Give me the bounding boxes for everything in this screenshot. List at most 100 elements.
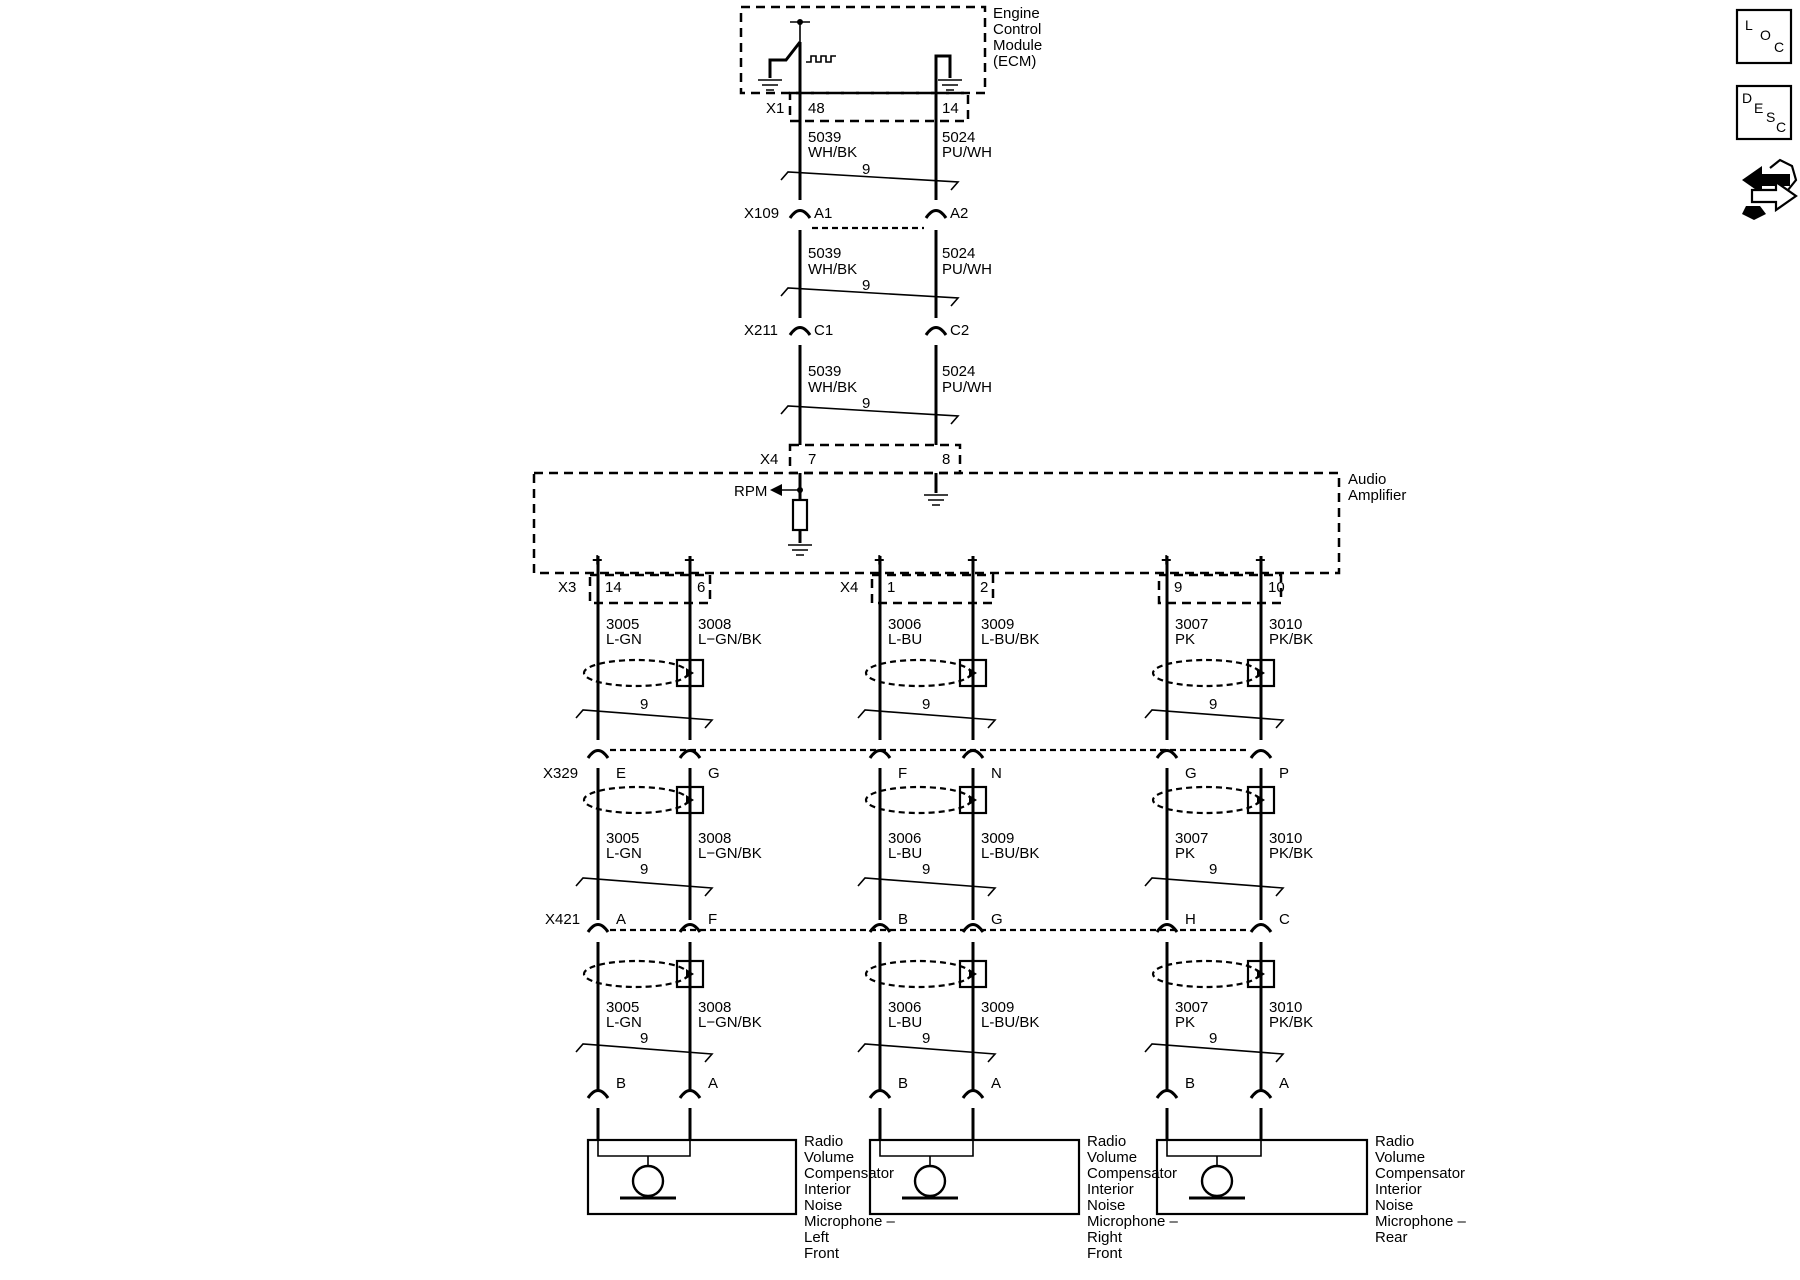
audio-amplifier: Audio Amplifier RPM [532, 471, 1406, 575]
x329-pin-plus: G [1185, 765, 1197, 782]
microphone-name-line: Radio [1375, 1133, 1414, 1150]
amp-output-pin-minus: 10 [1268, 579, 1285, 596]
wire-plus-color: L-GN [606, 1014, 642, 1031]
microphone-name-line: Noise [1087, 1197, 1125, 1214]
microphone-name-line: Front [1087, 1245, 1123, 1262]
wire-plus-circuit: 3005 [606, 830, 639, 847]
loc-icon[interactable]: L O C [1735, 8, 1793, 65]
wire-minus-color: PK/BK [1269, 1014, 1313, 1031]
desc-icon[interactable]: D E S C [1735, 84, 1793, 141]
x421-row: X421 [545, 911, 1250, 932]
x421-pin-minus: C [1279, 911, 1290, 928]
arrows-wrench-icon[interactable] [1742, 158, 1798, 220]
mic-pin-minus: A [708, 1075, 718, 1092]
x211-connector: X211 C1 C2 [744, 322, 969, 445]
amp-output-pin-plus: 14 [605, 579, 622, 596]
wire-minus-circuit: 3008 [698, 830, 731, 847]
x109-pin-right: A2 [950, 205, 968, 222]
x329-pin-minus: G [708, 765, 720, 782]
wire-5024-circuit: 5024 [942, 129, 975, 146]
wire-plus-color: PK [1175, 631, 1195, 648]
loc-letter: O [1760, 27, 1771, 43]
amplifier-name-line: Amplifier [1348, 487, 1406, 504]
wire-5039-color: WH/BK [808, 379, 857, 396]
wire-5024-color: PU/WH [942, 261, 992, 278]
microphone-name-line: Interior [1087, 1181, 1134, 1198]
audio-amplifier-boundary [532, 471, 1341, 575]
amp-output-pin-plus: 9 [1174, 579, 1182, 596]
x421-pin-minus: G [991, 911, 1003, 928]
rpm-label: RPM [734, 483, 767, 500]
mic-pin-minus: A [991, 1075, 1001, 1092]
x1-connector-label: X1 [766, 100, 784, 117]
amp-output-pin-plus: 1 [887, 579, 895, 596]
amp-output-connector-label: X3 [558, 579, 576, 596]
x211-pin-left: C1 [814, 322, 833, 339]
ground-icon [924, 494, 948, 506]
x4-input-pin-right: 8 [942, 451, 950, 468]
twist-label: 9 [1209, 861, 1217, 878]
microphone-icon [902, 1164, 958, 1200]
microphone-name-line: Interior [804, 1181, 851, 1198]
wire-plus-circuit: 3007 [1175, 830, 1208, 847]
wire-minus-color: PK/BK [1269, 631, 1313, 648]
twist-label: 9 [1209, 1030, 1217, 1047]
microphone-name-line: Noise [1375, 1197, 1413, 1214]
twist-symbol [780, 171, 960, 191]
microphone-name-line: Compensator [804, 1165, 894, 1182]
twist-label: 9 [862, 395, 870, 412]
twist-label: 9 [922, 861, 930, 878]
wire-plus-circuit: 3005 [606, 616, 639, 633]
rpm-arrow-icon [770, 484, 782, 496]
twist-label: 9 [1209, 696, 1217, 713]
wire-minus-circuit: 3009 [981, 999, 1014, 1016]
ecm-name-line: Engine [993, 5, 1040, 22]
wire-5039-circuit: 5039 [808, 245, 841, 262]
wire-plus-color: L-BU [888, 845, 922, 862]
microphone-name-line: Left [804, 1229, 830, 1246]
wire-plus-color: L-GN [606, 631, 642, 648]
amplifier-name-line: Audio [1348, 471, 1386, 488]
x1-connector-box [788, 91, 970, 123]
wire-plus-circuit: 3005 [606, 999, 639, 1016]
microphone-name-line: Interior [1375, 1181, 1422, 1198]
microphone-box [586, 1138, 798, 1216]
wire-5039-circuit: 5039 [808, 363, 841, 380]
microphone-name-line: Microphone – [1087, 1213, 1179, 1230]
ecm-boundary [739, 5, 987, 95]
twist-symbol [780, 405, 960, 425]
wire-minus-color: L−GN/BK [698, 1014, 762, 1031]
mic-pin-plus: B [898, 1075, 908, 1092]
x109-label: X109 [744, 205, 779, 222]
x421-pin-plus: B [898, 911, 908, 928]
microphone-icon [1189, 1164, 1245, 1200]
x421-pin-plus: A [616, 911, 626, 928]
wire-minus-color: L−GN/BK [698, 631, 762, 648]
wire-5024-circuit: 5024 [942, 245, 975, 262]
ecm-module: Engine Control Module (ECM) [739, 5, 1042, 95]
wire-5039-color: WH/BK [808, 144, 857, 161]
wire-plus-circuit: 3006 [888, 616, 921, 633]
microphone-name-line: Radio [804, 1133, 843, 1150]
loc-letter: C [1774, 39, 1784, 55]
microphone-name-line: Microphone – [804, 1213, 896, 1230]
twist-label: 9 [640, 696, 648, 713]
wire-plus-color: PK [1175, 845, 1195, 862]
wire-plus-color: L-BU [888, 631, 922, 648]
x329-pin-minus: N [991, 765, 1002, 782]
ecm-name-line: Module [993, 37, 1042, 54]
x4-input-pin-left: 7 [808, 451, 816, 468]
amp-output-connector-label: X4 [840, 579, 858, 596]
ecm-ground-icon [934, 54, 962, 93]
ecm-low-side-switch-icon [758, 19, 836, 91]
wire-plus-circuit: 3007 [1175, 616, 1208, 633]
twist-label: 9 [862, 277, 870, 294]
ground-icon [788, 544, 812, 556]
wire-minus-color: PK/BK [1269, 845, 1313, 862]
wire-minus-color: L-BU/BK [981, 1014, 1039, 1031]
amp-output-pin-minus: 6 [697, 579, 705, 596]
wire-minus-circuit: 3009 [981, 830, 1014, 847]
twist-label: 9 [862, 161, 870, 178]
